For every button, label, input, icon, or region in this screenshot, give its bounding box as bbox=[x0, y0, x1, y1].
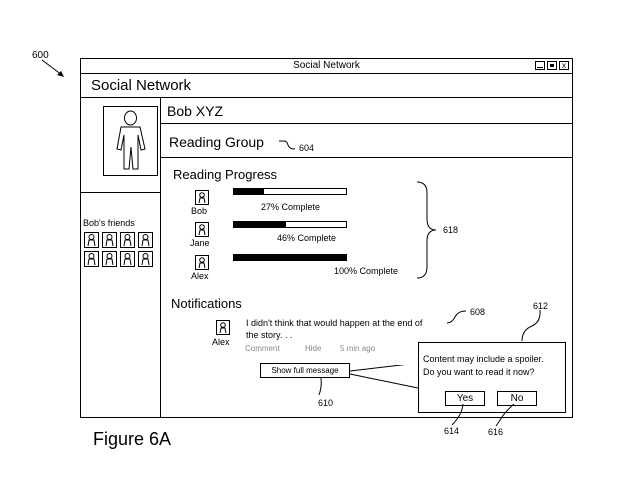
ref-618-brace bbox=[416, 181, 437, 279]
sidebar: Bob's friends bbox=[81, 98, 161, 417]
app-window: Social Network x Social Network Bob's fr… bbox=[80, 58, 573, 418]
progress-bar bbox=[233, 254, 347, 261]
app-header: Social Network bbox=[81, 74, 572, 98]
person-icon bbox=[198, 224, 206, 236]
yes-ref: 614 bbox=[444, 426, 460, 436]
maximize-button[interactable] bbox=[547, 61, 557, 70]
window-title: Social Network bbox=[293, 60, 360, 71]
ref-608-leader bbox=[446, 310, 467, 324]
show-full-ref: 610 bbox=[318, 398, 334, 408]
person-icon bbox=[105, 253, 114, 266]
person-icon bbox=[123, 253, 132, 266]
ref-604-leader bbox=[279, 140, 296, 150]
friend-avatar[interactable] bbox=[102, 251, 117, 267]
progress-percent: 27% Complete bbox=[261, 202, 321, 212]
progress-bar-fill bbox=[234, 255, 346, 260]
progress-bar bbox=[233, 221, 347, 228]
profile-name: Bob XYZ bbox=[167, 103, 224, 119]
person-icon bbox=[141, 253, 150, 266]
window-titlebar: Social Network x bbox=[81, 59, 572, 74]
member-avatar[interactable] bbox=[195, 190, 209, 205]
dialog-ref: 612 bbox=[533, 301, 549, 311]
figure-caption: Figure 6A bbox=[93, 429, 172, 449]
progress-ref: 618 bbox=[443, 225, 459, 235]
reading-progress-title: Reading Progress bbox=[173, 167, 278, 182]
notification-ref: 608 bbox=[470, 307, 486, 317]
member-avatar[interactable] bbox=[195, 222, 209, 237]
person-icon bbox=[198, 192, 206, 204]
group-name: Reading Group bbox=[169, 134, 264, 150]
no-ref: 616 bbox=[488, 427, 504, 437]
comment-link[interactable]: Comment bbox=[245, 344, 280, 353]
friends-label: Bob's friends bbox=[83, 218, 135, 228]
progress-percent: 46% Complete bbox=[277, 233, 337, 243]
person-icon bbox=[141, 234, 150, 247]
progress-percent: 100% Complete bbox=[334, 266, 399, 276]
person-icon bbox=[123, 234, 132, 247]
figure-ref-arrow bbox=[41, 59, 64, 77]
spoiler-line2: Do you want to read it now? bbox=[423, 367, 535, 377]
person-icon bbox=[219, 322, 227, 334]
sidebar-divider bbox=[81, 192, 161, 193]
callout-lines bbox=[318, 365, 419, 396]
spoiler-line1: Content may include a spoiler. bbox=[423, 354, 544, 364]
friend-avatar[interactable] bbox=[102, 232, 117, 248]
notifications-title: Notifications bbox=[171, 296, 242, 311]
friend-avatar[interactable] bbox=[120, 232, 135, 248]
friend-avatar[interactable] bbox=[138, 251, 153, 267]
person-icon bbox=[87, 234, 96, 247]
progress-bar-fill bbox=[234, 189, 265, 194]
divider bbox=[161, 123, 572, 124]
friend-avatar[interactable] bbox=[84, 232, 99, 248]
person-icon bbox=[198, 257, 206, 269]
notification-author: Alex bbox=[212, 337, 230, 347]
person-icon bbox=[87, 253, 96, 266]
member-avatar[interactable] bbox=[195, 255, 209, 270]
notification-avatar[interactable] bbox=[216, 320, 230, 335]
ref-614-leader bbox=[451, 403, 464, 426]
member-name: Bob bbox=[191, 206, 208, 216]
profile-avatar[interactable] bbox=[103, 106, 158, 176]
member-name: Alex bbox=[191, 271, 209, 281]
friend-avatar[interactable] bbox=[84, 251, 99, 267]
minimize-button[interactable] bbox=[535, 61, 545, 70]
ref-616-leader bbox=[495, 403, 515, 427]
close-button[interactable]: x bbox=[559, 61, 569, 70]
group-ref: 604 bbox=[299, 143, 315, 153]
person-icon bbox=[105, 234, 114, 247]
ref-612-leader bbox=[521, 309, 541, 342]
figure-ref-600: 600 bbox=[32, 50, 49, 61]
friend-avatar[interactable] bbox=[120, 251, 135, 267]
spoiler-message: Content may include a spoiler. Do you wa… bbox=[423, 353, 544, 379]
member-name: Jane bbox=[190, 238, 210, 248]
spoiler-dialog: Content may include a spoiler. Do you wa… bbox=[418, 342, 566, 413]
yes-button[interactable]: Yes bbox=[445, 391, 485, 406]
divider bbox=[161, 157, 572, 158]
hide-link[interactable]: Hide bbox=[305, 344, 322, 353]
close-icon: x bbox=[562, 61, 566, 70]
notification-text-line2: the story. . . bbox=[246, 330, 293, 340]
app-header-title: Social Network bbox=[91, 77, 192, 94]
person-icon bbox=[116, 110, 146, 170]
notification-text-line1: I didn't think that would happen at the … bbox=[246, 318, 423, 328]
notification-time: 5 min ago bbox=[340, 344, 376, 353]
progress-bar-fill bbox=[234, 222, 286, 227]
show-full-message-button[interactable]: Show full message bbox=[260, 363, 350, 378]
friend-avatar[interactable] bbox=[138, 232, 153, 248]
progress-bar bbox=[233, 188, 347, 195]
no-button[interactable]: No bbox=[497, 391, 537, 406]
